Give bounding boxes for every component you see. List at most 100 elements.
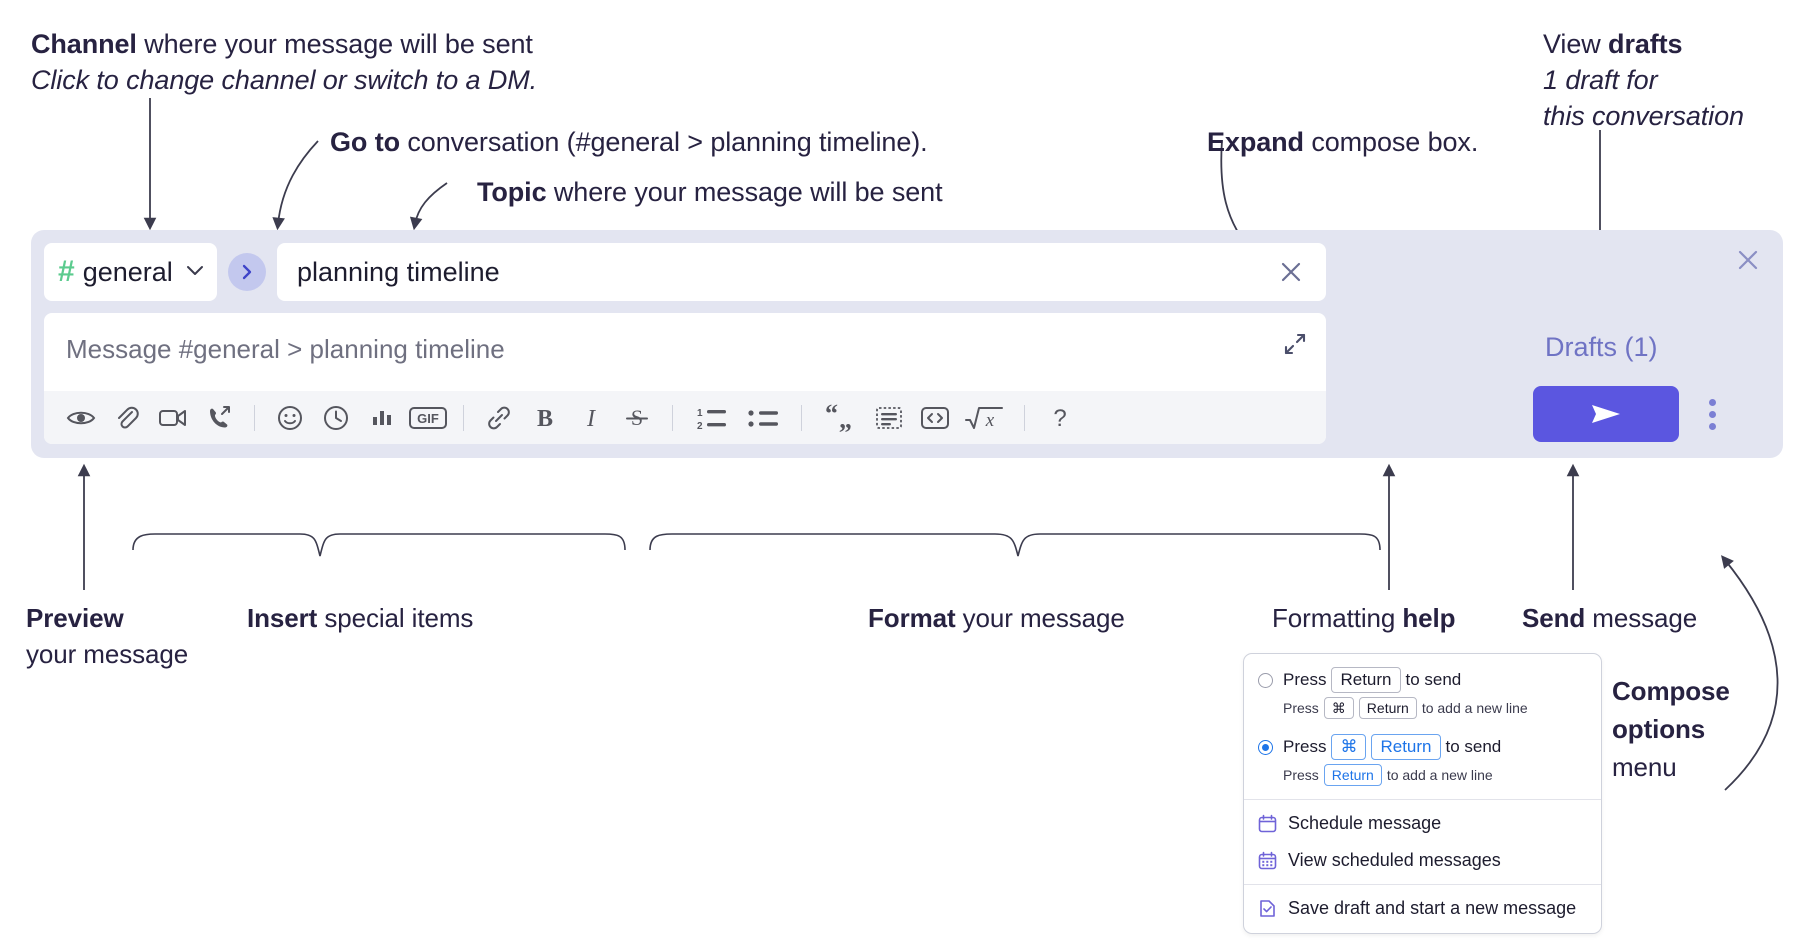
kebab-dot xyxy=(1708,422,1716,430)
gif-icon: GIF xyxy=(409,406,447,429)
annotation-format-bold: Format xyxy=(868,603,956,633)
compose-options-button[interactable] xyxy=(1697,395,1727,433)
inline-code-button[interactable] xyxy=(912,397,958,439)
toolbar-separator xyxy=(254,404,255,431)
goto-conversation-button[interactable] xyxy=(228,253,266,291)
message-input[interactable]: Message #general > planning timeline xyxy=(44,313,1326,391)
annotation-drafts: View drafts 1 draft for this conversatio… xyxy=(1543,26,1814,134)
poll-icon xyxy=(373,410,391,425)
expand-icon xyxy=(1284,333,1306,355)
annotation-insert-bold: Insert xyxy=(247,603,318,633)
kebab-dot xyxy=(1708,398,1716,406)
send-icon xyxy=(1592,405,1620,423)
drafts-link[interactable]: Drafts (1) xyxy=(1545,332,1658,362)
annotation-compose-options: Compose options menu xyxy=(1612,672,1812,786)
ordered-list-button[interactable]: 1 2 xyxy=(685,397,737,439)
audio-clip-button[interactable] xyxy=(196,397,242,439)
radio-button-selected[interactable] xyxy=(1258,739,1273,755)
toolbar-separator xyxy=(801,404,802,431)
key-badge-return: Return xyxy=(1331,667,1401,693)
annotation-compose-bold1: Compose xyxy=(1612,676,1730,706)
send-button[interactable] xyxy=(1533,386,1679,442)
italic-icon: I xyxy=(586,406,596,432)
bold-button[interactable]: B xyxy=(522,397,568,439)
sub-tail-1: to add a new line xyxy=(1421,700,1528,716)
key-badge-return: Return xyxy=(1323,764,1382,786)
blockquote-button[interactable]: “ „ xyxy=(814,397,866,439)
ordered-list-icon: 1 2 xyxy=(697,408,726,432)
preview-button[interactable] xyxy=(58,397,104,439)
svg-text:?: ? xyxy=(1053,405,1066,432)
reminder-button[interactable] xyxy=(313,397,359,439)
annotation-format-rest: your message xyxy=(955,603,1125,633)
key-badge-return: Return xyxy=(1371,734,1441,760)
panel-close-button[interactable] xyxy=(1731,243,1765,277)
preview-icon xyxy=(66,411,96,424)
annotation-send-bold: Send xyxy=(1522,603,1586,633)
annotation-insert-rest: special items xyxy=(317,603,474,633)
composer-column: # general planning timeline xyxy=(44,242,1326,444)
annotation-goto-bold: Go to xyxy=(330,127,400,157)
radio-option-cmd-return[interactable]: Press ⌘ Return to send xyxy=(1244,731,1601,763)
link-icon xyxy=(488,406,510,429)
code-block-icon xyxy=(876,406,902,429)
poll-button[interactable] xyxy=(359,397,405,439)
radio-option-1-tail: to send xyxy=(1405,670,1462,689)
topic-field[interactable]: planning timeline xyxy=(277,243,1326,301)
annotation-topic-bold: Topic xyxy=(477,177,547,207)
calendar-icon xyxy=(1258,814,1277,833)
menu-item-schedule-message[interactable]: Schedule message xyxy=(1244,805,1601,842)
menu-item-save-draft[interactable]: Save draft and start a new message xyxy=(1244,890,1601,927)
bold-icon: B xyxy=(537,406,553,432)
italic-button[interactable]: I xyxy=(568,397,614,439)
code-block-button[interactable] xyxy=(866,397,912,439)
expand-compose-button[interactable] xyxy=(1278,327,1312,361)
bulleted-list-button[interactable] xyxy=(737,397,789,439)
help-icon: ? xyxy=(1053,405,1066,432)
link-button[interactable] xyxy=(476,397,522,439)
key-badge-return: Return xyxy=(1358,697,1417,719)
formatting-help-button[interactable]: ? xyxy=(1037,397,1083,439)
svg-text:2: 2 xyxy=(697,421,703,432)
radio-option-1-press: Press xyxy=(1283,670,1327,689)
annotation-preview-bold: Preview xyxy=(26,603,124,633)
hash-icon: # xyxy=(58,255,75,288)
emoji-button[interactable] xyxy=(267,397,313,439)
formatting-toolbar: GIF B xyxy=(44,391,1326,444)
annotation-help-plain: Formatting xyxy=(1272,603,1403,633)
radio-button-unselected[interactable] xyxy=(1258,672,1273,688)
close-icon xyxy=(1281,262,1301,282)
message-placeholder: Message #general > planning timeline xyxy=(66,334,505,364)
menu-divider xyxy=(1244,884,1601,885)
annotation-compose-rest: menu xyxy=(1612,752,1677,782)
latex-button[interactable]: x xyxy=(958,397,1012,439)
annotation-channel-bold: Channel xyxy=(31,29,137,59)
annotation-topic: Topic where your message will be sent xyxy=(477,174,1097,210)
calendar-grid-icon xyxy=(1258,851,1277,870)
close-icon xyxy=(1738,250,1758,270)
svg-text:„: „ xyxy=(839,405,852,432)
topic-value: planning timeline xyxy=(297,256,500,287)
message-box: Message #general > planning timeline xyxy=(44,313,1326,444)
radio-option-return[interactable]: Press Return to send xyxy=(1244,664,1601,696)
channel-selector[interactable]: # general xyxy=(44,243,217,301)
strikethrough-button[interactable]: S xyxy=(614,397,660,439)
annotation-channel-rest: where your message will be sent xyxy=(136,29,533,59)
annotation-insert: Insert special items xyxy=(247,600,607,636)
annotation-drafts-italic2: this conversation xyxy=(1543,101,1744,131)
gif-button[interactable]: GIF xyxy=(405,397,451,439)
video-clip-button[interactable] xyxy=(150,397,196,439)
chevron-right-icon xyxy=(242,264,252,280)
chevron-down-icon xyxy=(185,263,205,282)
sub-tail-2: to add a new line xyxy=(1386,767,1493,783)
key-badge-cmd: ⌘ xyxy=(1331,734,1367,760)
annotation-channel: Channel where your message will be sent … xyxy=(31,26,651,98)
annotation-help-bold: help xyxy=(1402,603,1456,633)
radio-option-2-subtext: Press Return to add a new line xyxy=(1244,763,1601,792)
annotation-channel-italic: Click to change channel or switch to a D… xyxy=(31,65,538,95)
annotation-drafts-plain: View xyxy=(1543,29,1609,59)
key-badge-cmd: ⌘ xyxy=(1323,697,1354,719)
attachment-button[interactable] xyxy=(104,397,150,439)
menu-item-view-scheduled[interactable]: View scheduled messages xyxy=(1244,842,1601,879)
topic-clear-button[interactable] xyxy=(1274,255,1308,289)
